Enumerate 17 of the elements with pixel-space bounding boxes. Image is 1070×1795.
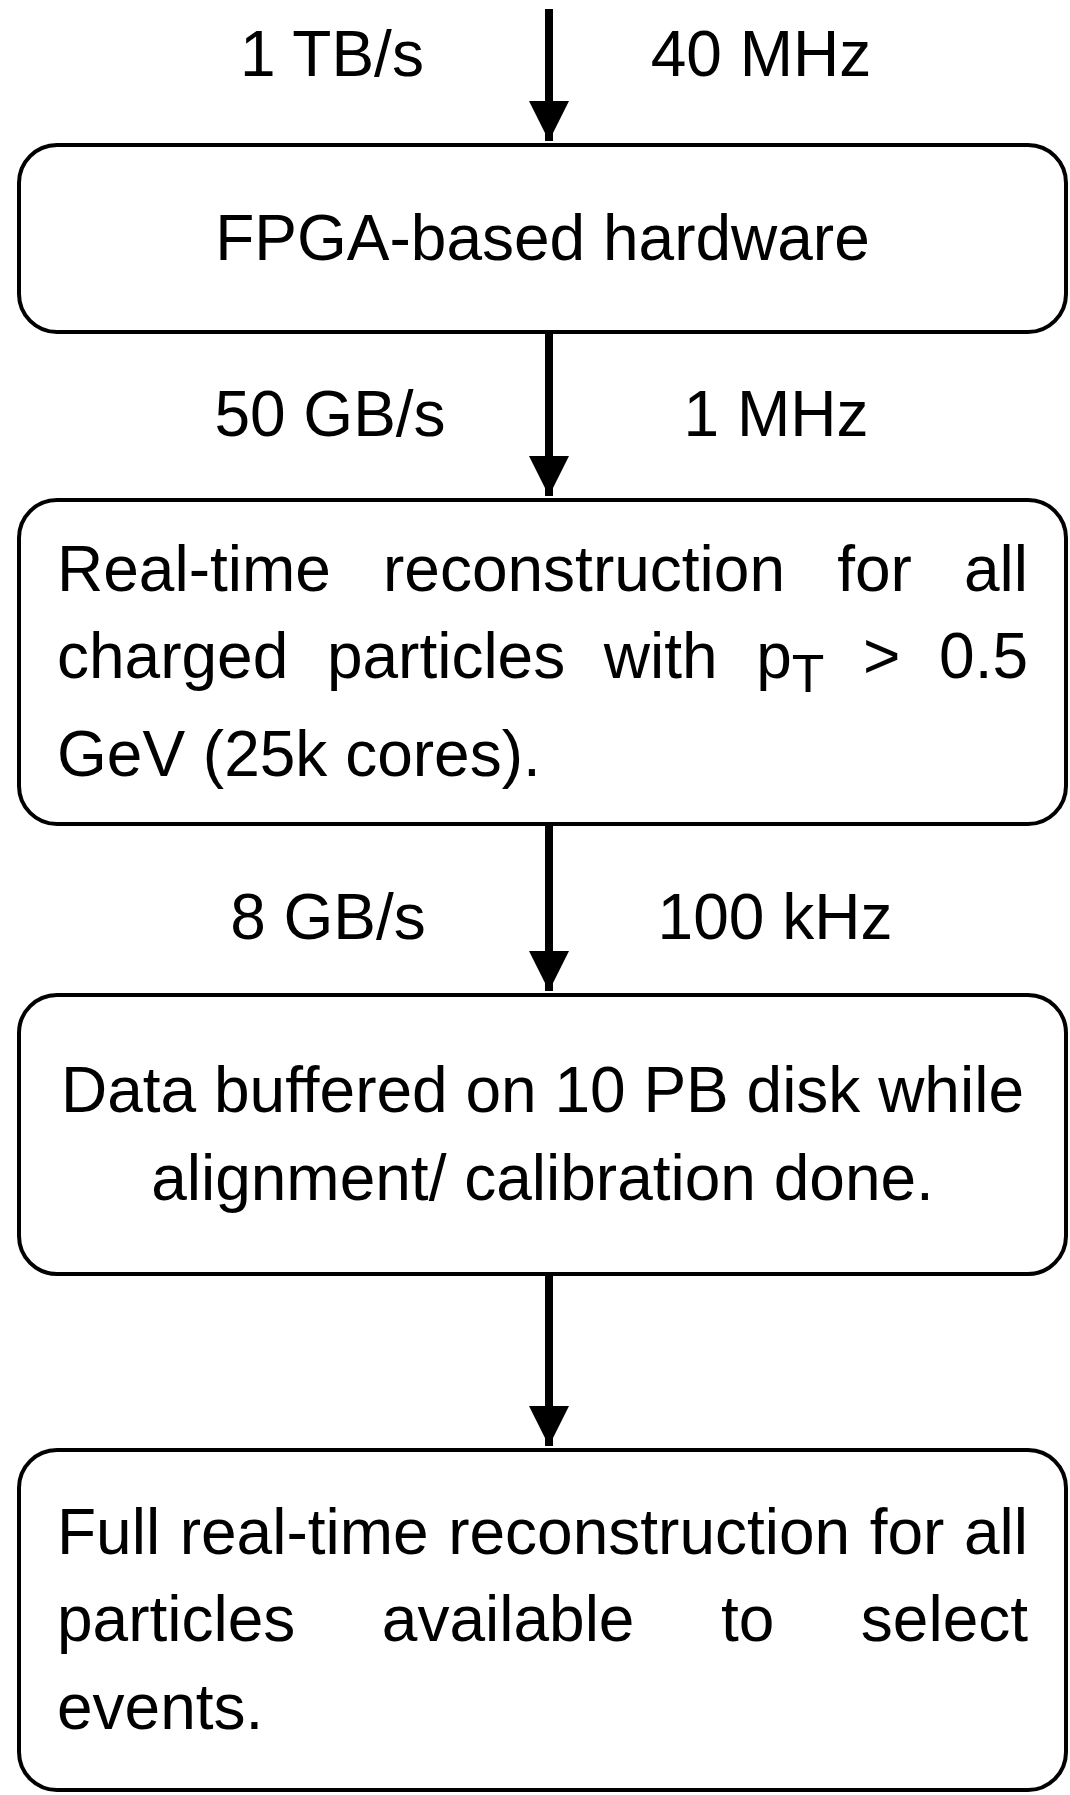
rate-label: 100 kHz	[657, 885, 893, 949]
box-text: Full real-time reconstruction for all particles available to select events.	[57, 1495, 1028, 1745]
rate-label: 1 MHz	[683, 382, 869, 446]
arrow	[529, 1276, 569, 1446]
arrow	[529, 334, 569, 496]
process-box	[17, 498, 1068, 826]
rate-label: 40 MHz	[650, 22, 872, 86]
process-box	[17, 1448, 1068, 1792]
box-text: Data buffered on 10 PB disk while alignment/ calibration done.	[60, 1053, 1025, 1216]
box-text: Real-time reconstruction for all charged particles with p$_{T}$ > 0.5 GeV (25k cores).	[57, 532, 1028, 792]
arrow	[529, 826, 569, 991]
rate-label: 1 TB/s	[240, 22, 424, 86]
rate-label: 8 GB/s	[230, 885, 426, 949]
box-text: FPGA-based hardware	[215, 201, 870, 276]
process-box	[17, 143, 1068, 334]
rate-label: 50 GB/s	[214, 382, 446, 446]
process-box	[17, 993, 1068, 1276]
